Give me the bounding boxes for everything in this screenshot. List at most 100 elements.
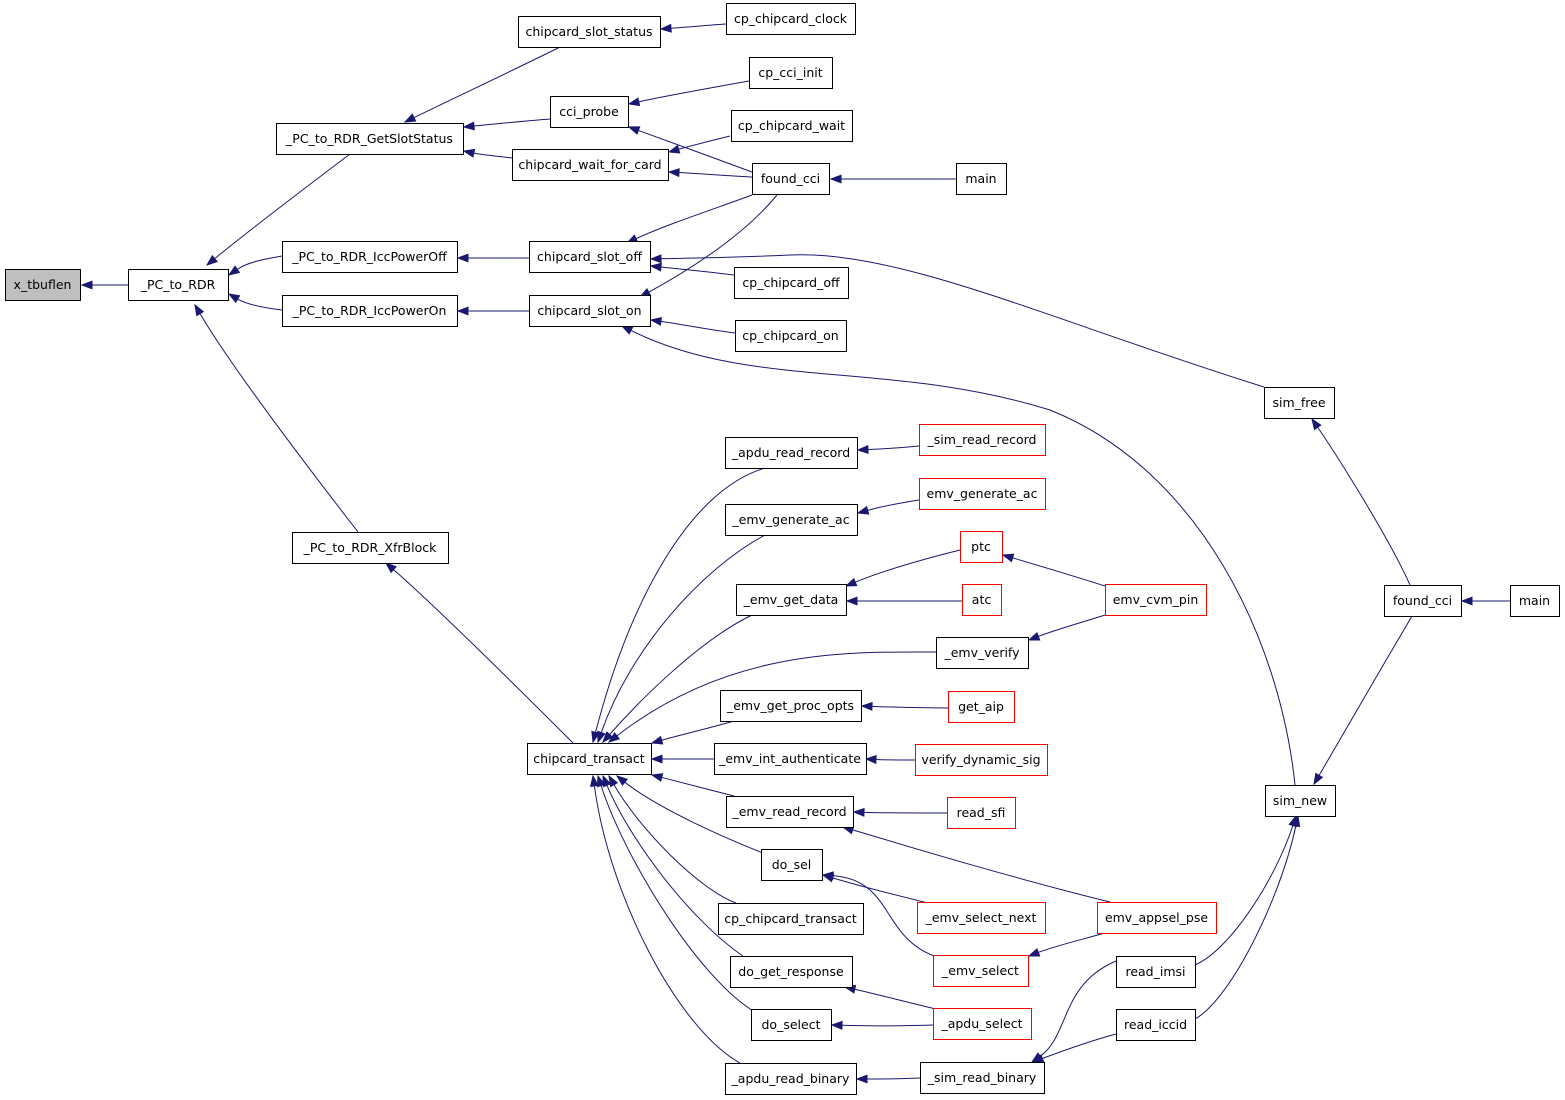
call-edge-cp_chipcard_off-to-chipcard_slot_off: [649, 262, 735, 276]
node-label: cp_chipcard_on: [742, 328, 838, 343]
node-label: emv_generate_ac: [927, 486, 1038, 501]
node-main-2[interactable]: main: [1510, 585, 1560, 617]
node-x-tbuflen[interactable]: x_tbuflen: [5, 269, 81, 301]
call-edge-cp_cci_init-to-cci_probe: [627, 80, 750, 107]
call-edge-cp_chipcard_clock-to-chipcard_slot_status: [659, 23, 727, 33]
node-chipcard-transact[interactable]: chipcard_transact: [527, 743, 652, 775]
node-apdu-read-record[interactable]: _apdu_read_record: [725, 437, 858, 469]
call-edge-emv_appsel_pse-to-emv_read_record: [841, 825, 1111, 903]
node-read-iccid[interactable]: read_iccid: [1116, 1009, 1196, 1041]
node-box: [725, 504, 858, 536]
call-edge-read_imsi-to-sim_new: [1194, 814, 1298, 966]
edge-line: [595, 467, 766, 733]
edge-arrowhead: [1460, 596, 1473, 606]
edge-arrowhead: [860, 701, 873, 711]
edge-line: [841, 1024, 934, 1027]
edge-arrowhead: [649, 254, 662, 264]
node-emv-int-authenticate[interactable]: _emv_int_authenticate: [714, 743, 867, 775]
node-emv-verify[interactable]: _emv_verify: [936, 637, 1029, 669]
node-ptc[interactable]: ptc: [960, 531, 1003, 563]
node-label: _sim_read_binary: [927, 1070, 1037, 1085]
node-label: chipcard_slot_off: [537, 249, 642, 264]
node-found-cci-1[interactable]: found_cci: [752, 163, 830, 195]
node-cp-chipcard-on[interactable]: cp_chipcard_on: [735, 320, 847, 352]
call-edge-pc_getslotstatus-to-pc_to_rdr: [205, 153, 351, 266]
node-sim-new[interactable]: sim_new: [1265, 785, 1336, 817]
node-do-sel[interactable]: do_sel: [761, 849, 823, 881]
edge-arrowhead: [1291, 814, 1301, 828]
node-apdu-select[interactable]: _apdu_select: [933, 1008, 1032, 1040]
node-sim-free[interactable]: sim_free: [1264, 387, 1335, 419]
edge-arrowhead: [384, 562, 397, 574]
node-label: _PC_to_RDR_XfrBlock: [303, 540, 437, 555]
node-read-sfi[interactable]: read_sfi: [947, 797, 1016, 829]
node-pc-xfrblock[interactable]: _PC_to_RDR_XfrBlock: [292, 532, 449, 564]
call-edge-read_iccid-to-sim_new: [1194, 814, 1301, 1020]
node-box: [529, 241, 651, 273]
node-box: [5, 269, 81, 301]
node-sim-read-record[interactable]: _sim_read_record: [919, 424, 1046, 456]
node-chipcard-slot-on[interactable]: chipcard_slot_on: [529, 295, 651, 327]
node-emv-read-record[interactable]: _emv_read_record: [726, 796, 854, 828]
node-cp-chipcard-off[interactable]: cp_chipcard_off: [734, 267, 849, 299]
edges-layer: [80, 23, 1510, 1084]
call-edge-do_sel-to-chipcard_transact: [615, 775, 764, 854]
node-emv-generate-ac-u[interactable]: _emv_generate_ac: [725, 504, 858, 536]
node-cp-cci-init[interactable]: cp_cci_init: [749, 57, 833, 89]
edge-line: [473, 152, 513, 159]
node-emv-select-next[interactable]: _emv_select_next: [917, 902, 1046, 934]
edge-arrowhead: [650, 735, 664, 745]
node-label: emv_cvm_pin: [1113, 592, 1199, 607]
node-box: [749, 57, 833, 89]
node-do-get-response[interactable]: do_get_response: [730, 956, 853, 988]
call-edge-chipcard_transact-to-pc_xfrblock: [384, 562, 574, 744]
node-cp-chipcard-clock[interactable]: cp_chipcard_clock: [726, 3, 856, 35]
call-edge-found_cci_1-to-chipcard_wait_for_card: [667, 168, 753, 178]
node-chipcard-slot-status[interactable]: chipcard_slot_status: [518, 16, 661, 48]
node-chipcard-slot-off[interactable]: chipcard_slot_off: [529, 241, 651, 273]
node-box: [731, 110, 853, 142]
edge-line: [832, 875, 941, 959]
call-edge-do_select-to-chipcard_transact: [596, 774, 756, 1013]
node-main-1[interactable]: main: [956, 163, 1007, 195]
node-pc-iccpoweroff[interactable]: _PC_to_RDR_IccPowerOff: [282, 241, 458, 273]
edge-arrowhead: [1311, 417, 1322, 431]
edge-arrowhead: [856, 445, 869, 455]
edge-line: [1317, 426, 1411, 586]
node-sim-read-binary[interactable]: _sim_read_binary: [920, 1062, 1045, 1094]
node-found-cci-2[interactable]: found_cci: [1384, 585, 1462, 617]
node-get-aip[interactable]: get_aip: [948, 691, 1015, 723]
node-label: found_cci: [761, 171, 820, 186]
node-atc[interactable]: atc: [962, 584, 1002, 616]
edge-arrowhead: [608, 774, 619, 788]
node-cp-chipcard-transact[interactable]: cp_chipcard_transact: [718, 903, 864, 935]
node-label: atc: [972, 592, 992, 607]
node-pc-iccpoweron[interactable]: _PC_to_RDR_IccPowerOn: [282, 295, 458, 327]
call-edge-chipcard_slot_status-to-pc_getslotstatus: [403, 46, 561, 123]
edge-arrowhead: [602, 731, 614, 744]
call-edge-emv_cvm_pin-to-emv_verify: [1027, 614, 1106, 641]
node-cci-probe[interactable]: cci_probe: [550, 96, 629, 128]
node-emv-generate-ac[interactable]: emv_generate_ac: [919, 478, 1046, 510]
node-do-select[interactable]: do_select: [751, 1009, 832, 1041]
node-pc-getslotstatus[interactable]: _PC_to_RDR_GetSlotStatus: [276, 123, 464, 155]
call-edge-emv_verify-to-chipcard_transact: [607, 651, 937, 743]
edge-arrowhead: [80, 280, 93, 290]
node-chipcard-wait-for-card[interactable]: chipcard_wait_for_card: [512, 149, 669, 181]
node-cp-chipcard-wait[interactable]: cp_chipcard_wait: [731, 110, 853, 142]
node-emv-get-data[interactable]: _emv_get_data: [736, 584, 847, 616]
node-emv-get-proc-opts[interactable]: _emv_get_proc_opts: [720, 690, 862, 722]
node-verify-dynamic-sig[interactable]: verify_dynamic_sig: [915, 744, 1048, 776]
edge-line: [1194, 825, 1297, 1020]
node-label: ptc: [971, 539, 991, 554]
node-emv-select[interactable]: _emv_select: [933, 955, 1029, 987]
edge-arrowhead: [650, 773, 664, 782]
node-box: [550, 96, 629, 128]
edge-arrowhead: [1027, 632, 1041, 641]
node-apdu-read-binary[interactable]: _apdu_read_binary: [725, 1063, 857, 1095]
node-emv-appsel-pse[interactable]: emv_appsel_pse: [1097, 902, 1217, 934]
node-emv-cvm-pin[interactable]: emv_cvm_pin: [1105, 584, 1207, 616]
node-read-imsi[interactable]: read_imsi: [1116, 956, 1196, 988]
node-box: [736, 584, 847, 616]
node-pc-to-rdr[interactable]: _PC_to_RDR: [128, 269, 229, 301]
